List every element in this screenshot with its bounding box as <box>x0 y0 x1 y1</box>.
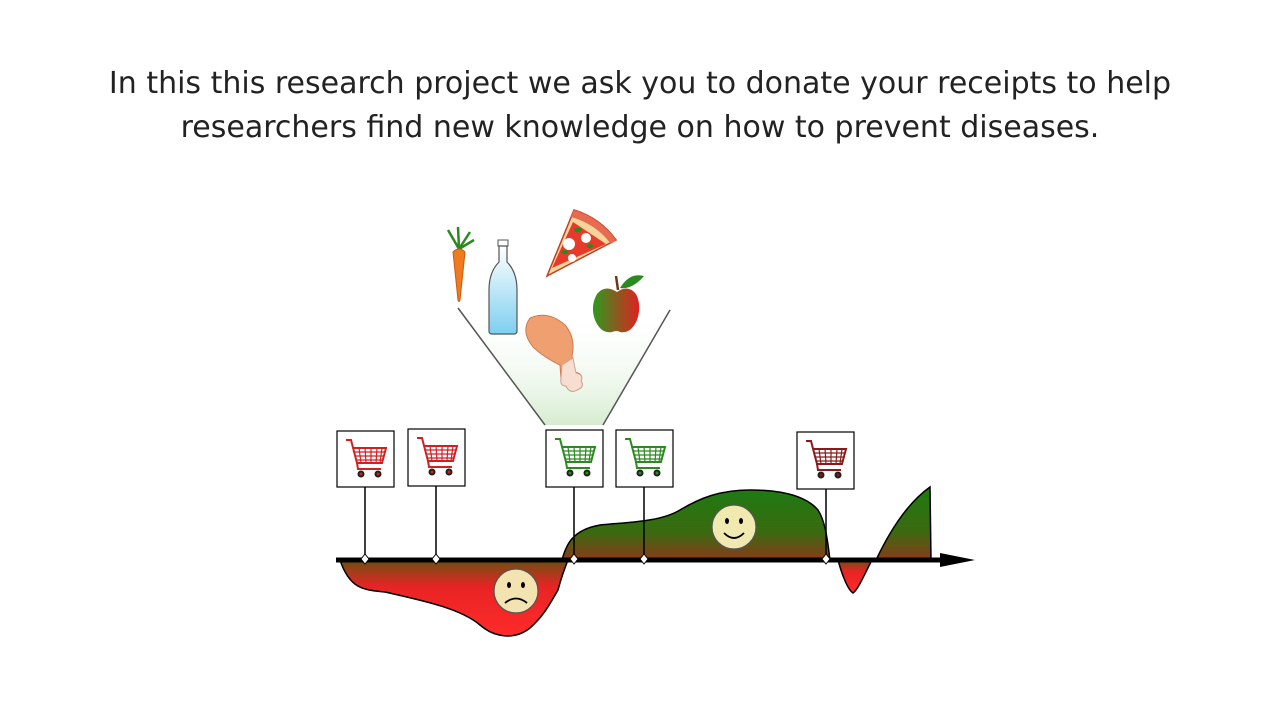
water-bottle-icon <box>488 239 518 335</box>
pizza-slice-icon <box>545 209 618 278</box>
receipt-box-4 <box>615 429 674 488</box>
receipt-box-5 <box>796 431 855 490</box>
slide-title-line-2: researchers find new knowledge on how to… <box>180 110 1100 145</box>
receipt-markers <box>360 486 831 565</box>
sad-face-icon <box>493 568 539 614</box>
funnel-edge-left <box>457 307 546 426</box>
carrot-icon <box>446 226 475 302</box>
healthy-area <box>561 489 831 561</box>
timeline-arrowhead <box>940 553 975 567</box>
slide-title: In this this research project we ask you… <box>40 62 1240 150</box>
receipt-box-2 <box>407 428 466 487</box>
healthy-rise <box>874 485 932 561</box>
chicken-leg-icon <box>525 314 583 392</box>
receipt-box-1 <box>336 430 395 488</box>
receipt-box-3 <box>545 429 604 488</box>
apple-icon <box>592 275 644 333</box>
happy-face-icon <box>711 504 757 550</box>
slide-title-line-1: In this this research project we ask you… <box>108 66 1172 101</box>
unhealthy-dip <box>837 559 874 594</box>
funnel-edge-right <box>602 309 671 426</box>
